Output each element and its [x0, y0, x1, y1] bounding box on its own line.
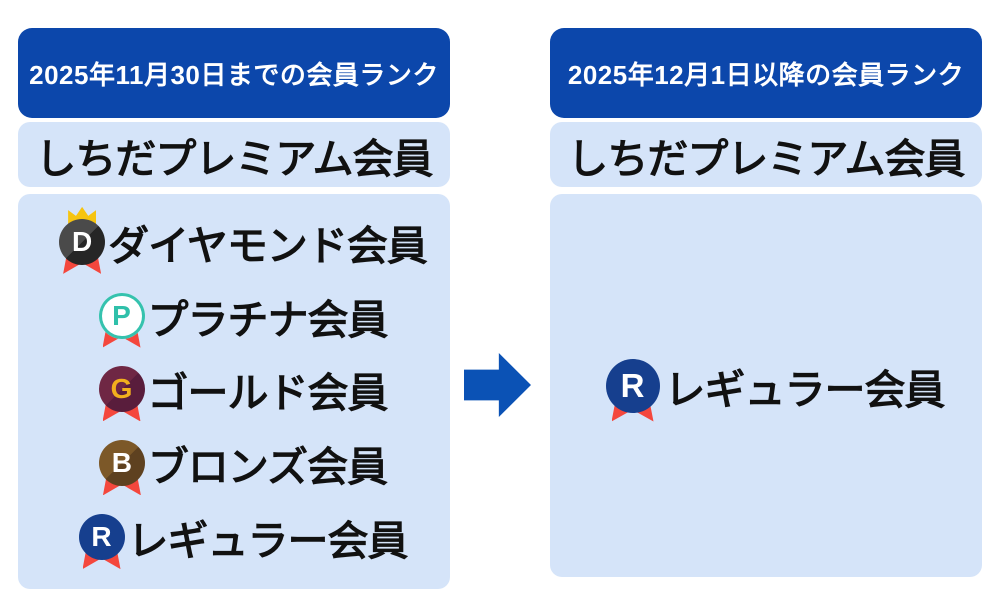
regular-badge-letter: R: [78, 514, 125, 561]
rank-row-regular-after: R レギュラー会員: [559, 356, 991, 422]
platinum-badge-letter: P: [98, 292, 145, 339]
diamond-badge-letter: D: [59, 218, 106, 265]
rank-label-regular: レギュラー会員: [127, 518, 409, 565]
rank-row-diamond: D ダイヤモンド会員: [27, 206, 459, 274]
left-premium-label: しちだプレミアム会員: [35, 135, 433, 182]
gold-badge-icon: G: [98, 366, 145, 422]
right-panel-header: 2025年12月1日以降の会員ランク: [550, 28, 982, 118]
gold-badge-letter: G: [98, 366, 145, 413]
rank-label-gold: ゴールド会員: [147, 370, 389, 417]
left-panel: 2025年11月30日までの会員ランク しちだプレミアム会員 D ダイヤモンド会…: [18, 28, 450, 589]
diamond-badge-icon: D: [59, 206, 106, 274]
rank-label-bronze: ブロンズ会員: [147, 444, 388, 491]
platinum-badge-icon: P: [98, 292, 145, 348]
arrow-right-icon: [464, 353, 531, 417]
left-premium-box: しちだプレミアム会員: [18, 122, 450, 187]
rank-label-regular-after: レギュラー会員: [664, 366, 946, 413]
rank-label-diamond: ダイヤモンド会員: [108, 222, 428, 269]
rank-row-regular: R レギュラー会員: [27, 507, 459, 570]
regular-badge-letter: R: [605, 358, 660, 413]
right-premium-label: しちだプレミアム会員: [567, 135, 965, 182]
right-panel: 2025年12月1日以降の会員ランク しちだプレミアム会員 R レギュラー会員: [550, 28, 982, 577]
rank-label-platinum: プラチナ会員: [147, 296, 389, 343]
rank-row-gold: G ゴールド会員: [27, 359, 459, 422]
right-rank-list: R レギュラー会員: [550, 194, 982, 577]
rank-row-platinum: P プラチナ会員: [27, 286, 459, 348]
bronze-badge-letter: B: [98, 440, 145, 487]
left-panel-header: 2025年11月30日までの会員ランク: [18, 28, 450, 118]
left-rank-list: D ダイヤモンド会員 P プラチナ会員 G ゴールド会員: [18, 194, 450, 589]
regular-badge-icon: R: [605, 358, 660, 422]
rank-row-bronze: B ブロンズ会員: [27, 433, 459, 496]
right-premium-box: しちだプレミアム会員: [550, 122, 982, 187]
regular-badge-icon: R: [78, 514, 125, 570]
bronze-badge-icon: B: [98, 440, 145, 496]
